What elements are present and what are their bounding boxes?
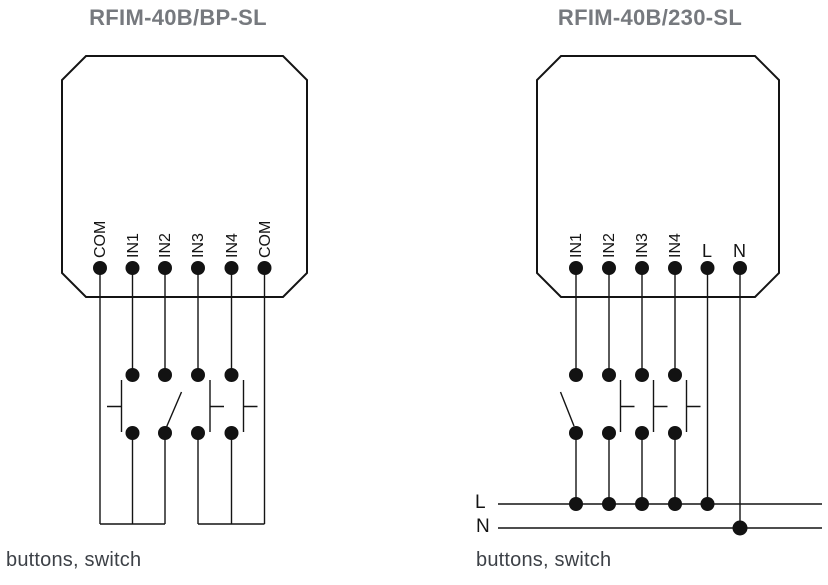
right-terminal-dots bbox=[569, 261, 747, 275]
terminal-label-in3: IN3 bbox=[190, 233, 207, 258]
contact-dot bbox=[602, 426, 616, 440]
terminal-dot bbox=[700, 261, 715, 275]
bus-junction-dots bbox=[569, 497, 748, 536]
push-button-symbol bbox=[242, 380, 258, 432]
push-button-symbol bbox=[619, 380, 635, 432]
terminal-dot bbox=[224, 261, 239, 275]
terminal-dot bbox=[158, 261, 172, 275]
terminal-dot bbox=[668, 261, 682, 275]
terminal-dot bbox=[191, 261, 205, 275]
terminal-label-in4: IN4 bbox=[223, 233, 241, 258]
terminal-dot bbox=[733, 261, 747, 275]
contact-dot bbox=[224, 368, 239, 382]
contact-dot bbox=[569, 426, 583, 440]
right-device bbox=[536, 55, 780, 298]
terminal-label-in3: IN3 bbox=[634, 233, 651, 258]
contact-dot bbox=[224, 426, 239, 440]
contact-dot bbox=[668, 368, 682, 382]
bus-label-n: N bbox=[476, 516, 490, 537]
terminal-label-com-left: COM bbox=[92, 220, 109, 258]
contact-dot bbox=[125, 368, 140, 382]
junction-dot bbox=[635, 497, 649, 511]
terminal-label-in2: IN2 bbox=[157, 233, 174, 258]
left-switch-contact-dots bbox=[125, 368, 239, 440]
left-panel-title: RFIM-40B/BP-SL bbox=[89, 5, 267, 30]
terminal-dot bbox=[257, 261, 272, 275]
contact-dot bbox=[158, 368, 172, 382]
right-switch-contact-dots bbox=[569, 368, 682, 440]
left-device bbox=[61, 55, 308, 298]
terminal-label-com-right: COM bbox=[256, 220, 274, 258]
junction-dot bbox=[569, 497, 583, 511]
right-panel-title: RFIM-40B/230-SL bbox=[557, 5, 743, 30]
push-button-symbol bbox=[652, 380, 668, 432]
terminal-label-in2: IN2 bbox=[601, 233, 618, 258]
bus-label-l: L bbox=[475, 492, 486, 513]
contact-dot bbox=[635, 426, 649, 440]
terminal-label-in4: IN4 bbox=[667, 233, 684, 258]
push-button-symbol bbox=[107, 380, 123, 432]
junction-dot bbox=[602, 497, 616, 511]
switch-blade-symbol bbox=[559, 391, 575, 427]
junction-dot bbox=[732, 520, 748, 536]
right-device-outline bbox=[536, 55, 780, 298]
terminal-label-in1: IN1 bbox=[568, 233, 585, 258]
terminal-label-in1: IN1 bbox=[124, 233, 142, 258]
contact-dot bbox=[668, 426, 682, 440]
push-button-symbol bbox=[685, 380, 701, 432]
terminal-label-l: L bbox=[702, 241, 713, 261]
terminal-dot bbox=[635, 261, 649, 275]
contact-dot bbox=[635, 368, 649, 382]
contact-dot bbox=[158, 426, 172, 440]
terminal-dot bbox=[125, 261, 140, 275]
right-caption: buttons, switch bbox=[476, 549, 612, 571]
push-button-symbol bbox=[209, 380, 224, 432]
terminal-dot bbox=[602, 261, 616, 275]
junction-dot bbox=[700, 497, 715, 511]
terminal-dot bbox=[569, 261, 583, 275]
switch-blade-symbol bbox=[165, 391, 183, 428]
contact-dot bbox=[569, 368, 583, 382]
contact-dot bbox=[191, 426, 205, 440]
terminal-label-n: N bbox=[733, 241, 746, 261]
contact-dot bbox=[125, 426, 140, 440]
left-device-outline bbox=[61, 55, 308, 298]
junction-dot bbox=[668, 497, 682, 511]
contact-dot bbox=[602, 368, 616, 382]
contact-dot bbox=[191, 368, 205, 382]
left-terminal-dots bbox=[93, 261, 272, 275]
left-caption: buttons, switch bbox=[6, 549, 142, 571]
terminal-dot bbox=[93, 261, 107, 275]
